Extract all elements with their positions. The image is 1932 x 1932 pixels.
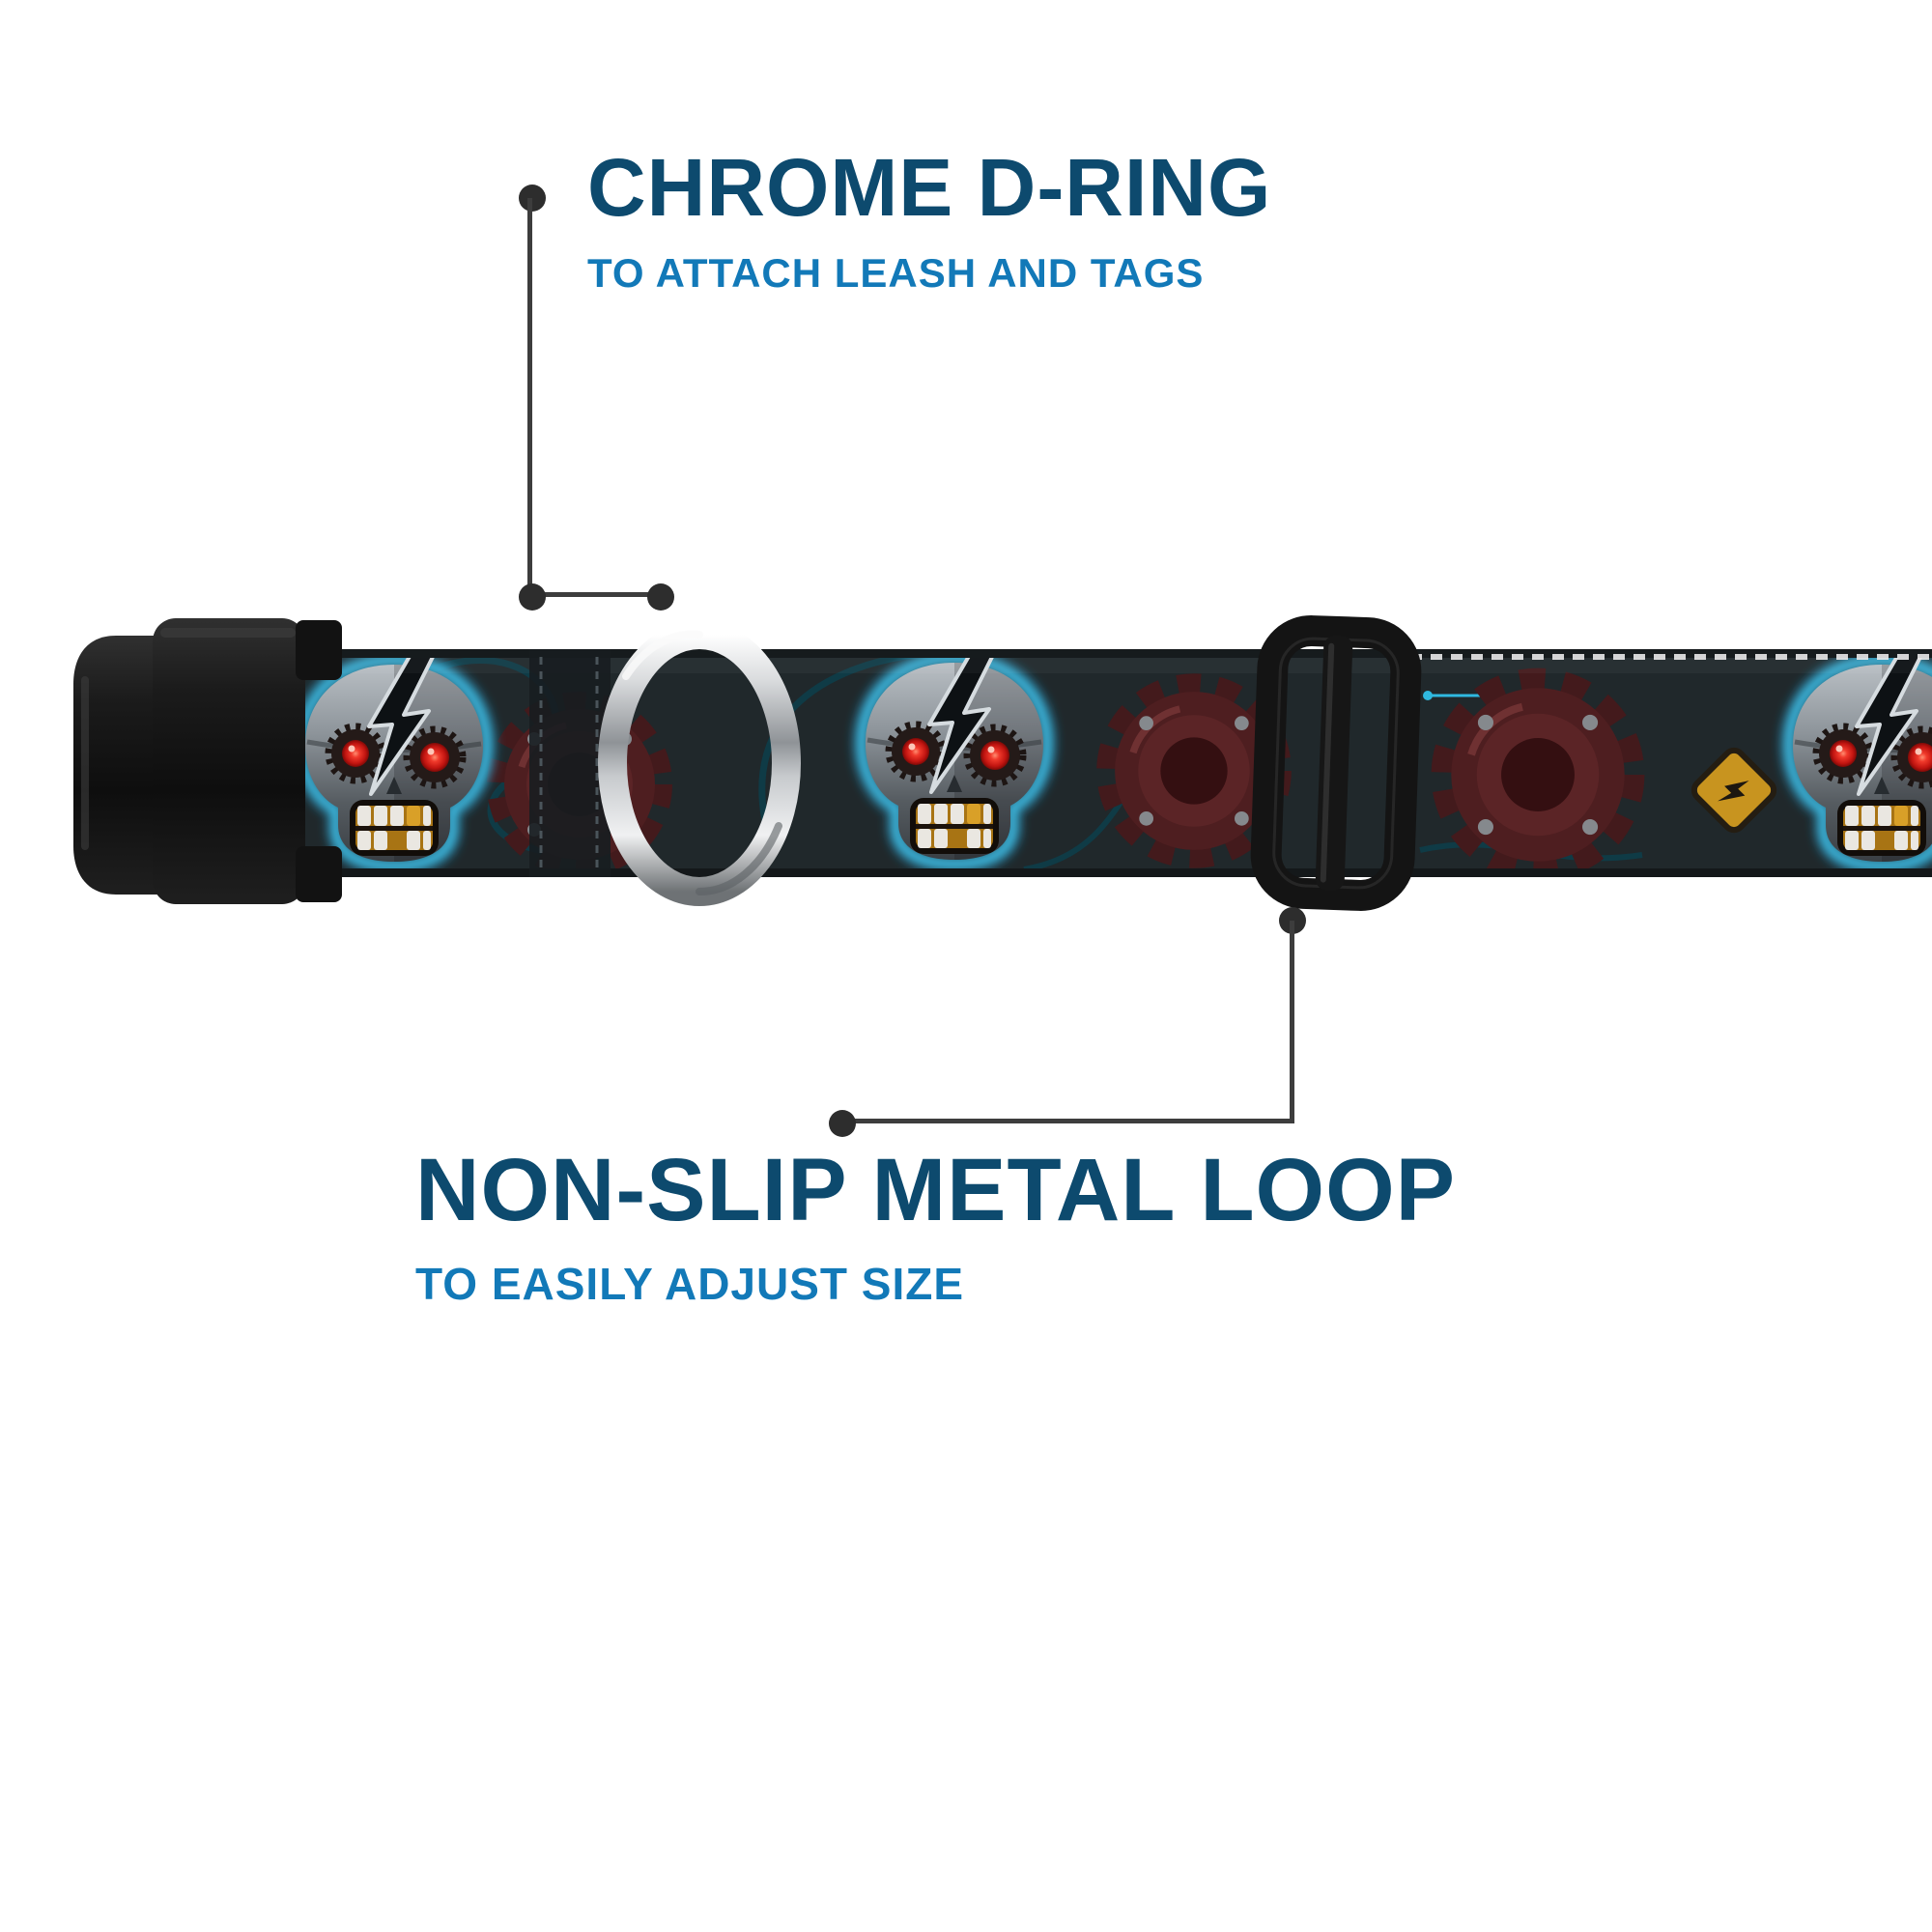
callout-bottom-title: NON-SLIP METAL LOOP xyxy=(415,1141,1457,1239)
callout-bottom-leader-vertical xyxy=(1290,921,1294,1123)
hazard-fragment xyxy=(1690,747,1777,834)
callout-top-dot-corner xyxy=(519,583,546,611)
callout-top-title: CHROME D-RING xyxy=(587,142,1272,233)
non-slip-metal-loop xyxy=(1250,615,1422,911)
callout-top-leader-vertical xyxy=(527,198,532,597)
callout-top-dot-text xyxy=(519,185,546,212)
callout-bottom-leader-horizontal xyxy=(842,1119,1293,1123)
callout-metal-loop: NON-SLIP METAL LOOP TO EASILY ADJUST SIZ… xyxy=(415,1146,1456,1306)
callout-top-dot-dring xyxy=(647,583,674,611)
side-release-buckle xyxy=(73,618,342,904)
callout-bottom-subtitle: TO EASILY ADJUST SIZE xyxy=(415,1259,965,1309)
robot-skull-graphic xyxy=(300,653,487,867)
callout-bottom-dot-text xyxy=(829,1110,856,1137)
robot-skull-graphic xyxy=(861,651,1047,865)
d-ring-fold xyxy=(529,649,611,877)
chrome-d-ring xyxy=(598,620,801,906)
callout-chrome-d-ring: CHROME D-RING TO ATTACH LEASH AND TAGS xyxy=(587,147,1271,294)
callout-top-leader-horizontal xyxy=(529,592,661,597)
callout-top-subtitle: TO ATTACH LEASH AND TAGS xyxy=(587,250,1205,296)
